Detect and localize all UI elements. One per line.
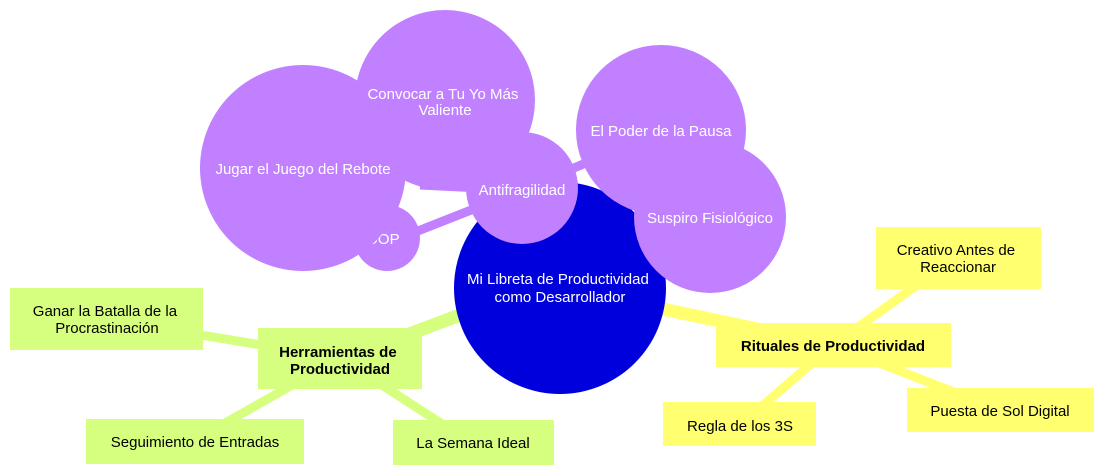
brave-label: Convocar a Tu Yo Más Valiente <box>367 86 522 119</box>
root-label-line-1: Mi Libreta de Productividad <box>467 271 649 288</box>
node-rebound[interactable] <box>200 65 406 271</box>
node-antifragility[interactable] <box>466 132 578 244</box>
sigh-label: Suspiro Fisiológico <box>647 210 773 227</box>
sunset-label-line-1: Puesta de Sol Digital <box>930 403 1069 420</box>
creative-label-line-2: Reaccionar <box>920 259 996 276</box>
pause-label: El Poder de la Pausa <box>591 123 733 140</box>
sigh-label-line-1: Suspiro Fisiológico <box>647 210 773 227</box>
three-s-label: Regla de los 3S <box>687 418 793 435</box>
root-label-line-2: como Desarrollador <box>495 289 626 306</box>
sunset-label: Puesta de Sol Digital <box>930 403 1069 420</box>
node-rituals[interactable] <box>716 323 951 367</box>
node-three-s[interactable] <box>663 402 816 446</box>
node-creative[interactable] <box>876 227 1041 289</box>
node-procrastination[interactable] <box>10 288 203 350</box>
procrastination-label-line-2: Procrastinación <box>55 320 158 337</box>
tracking-label: Seguimiento de Entradas <box>111 434 279 451</box>
rebound-label-line-1: Jugar el Juego del Rebote <box>215 161 390 178</box>
antifragility-label-line-1: Antifragilidad <box>479 182 566 199</box>
brave-label-line-2: Valiente <box>418 102 471 119</box>
tools-label-line-2: Productividad <box>290 361 390 378</box>
procrastination-label: Ganar la Batalla de la Procrastinación <box>33 303 181 337</box>
ideal-week-label: La Semana Ideal <box>416 435 529 452</box>
node-sunset[interactable] <box>907 388 1094 432</box>
node-sigh[interactable] <box>634 141 786 293</box>
brave-label-line-1: Convocar a Tu Yo Más <box>367 86 518 103</box>
tools-label: Herramientas de Productividad <box>279 344 401 378</box>
creative-label-line-1: Creativo Antes de <box>897 242 1015 259</box>
three-s-label-line-1: Regla de los 3S <box>687 418 793 435</box>
tracking-label-line-1: Seguimiento de Entradas <box>111 434 279 451</box>
pause-label-line-1: El Poder de la Pausa <box>591 123 733 140</box>
rebound-label: Jugar el Juego del Rebote <box>215 161 390 178</box>
rituals-label: Rituales de Productividad <box>741 338 925 355</box>
procrastination-label-line-1: Ganar la Batalla de la <box>33 303 178 320</box>
tools-label-line-1: Herramientas de <box>279 344 397 361</box>
ideal-week-label-line-1: La Semana Ideal <box>416 435 529 452</box>
antifragility-label: Antifragilidad <box>479 182 566 199</box>
creative-label: Creativo Antes de Reaccionar <box>897 242 1020 276</box>
root-label: Mi Libreta de Productividad como Desarro… <box>467 271 653 306</box>
node-tools[interactable] <box>258 328 422 389</box>
node-tracking[interactable] <box>86 419 304 464</box>
node-ideal-week[interactable] <box>393 420 554 465</box>
rituals-label-line-1: Rituales de Productividad <box>741 338 925 355</box>
